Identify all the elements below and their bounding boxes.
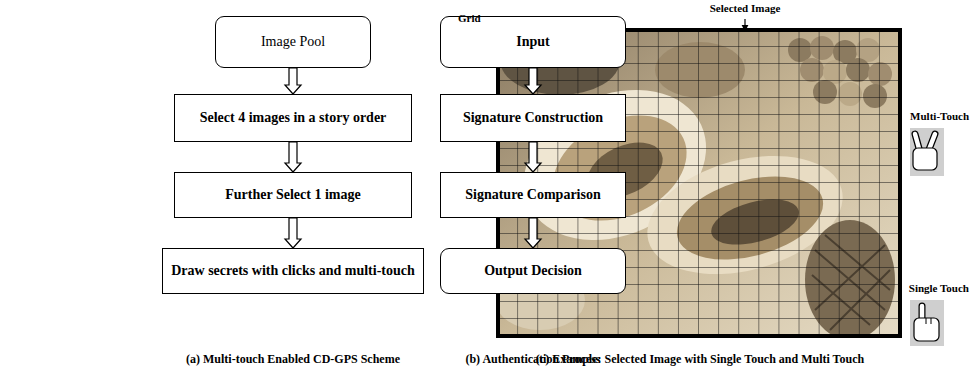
box-label: Select 4 images in a story order — [200, 110, 387, 126]
label-text: Grid — [458, 12, 481, 24]
box-label: Image Pool — [261, 34, 325, 50]
label-text: Multi-Touch — [910, 110, 969, 122]
process-box: Signature Construction — [440, 94, 626, 142]
flow-arrow — [285, 142, 301, 172]
flow-arrow — [525, 218, 541, 248]
terminal-box: Output Decision — [440, 248, 626, 294]
process-box: Draw secrets with clicks and multi-touch — [162, 248, 424, 294]
label-text: Selected Image — [710, 2, 781, 14]
box-label: Draw secrets with clicks and multi-touch — [171, 263, 415, 279]
multi-touch-hand — [910, 128, 944, 176]
process-box: Further Select 1 image — [174, 172, 412, 218]
box-label: Signature Comparison — [465, 187, 600, 203]
caption: (c) Example: Selected Image with Single … — [536, 352, 864, 367]
flow-arrow — [525, 68, 541, 94]
box-label: Input — [516, 34, 549, 50]
process-box: Select 4 images in a story order — [174, 94, 412, 142]
caption: (a) Multi-touch Enabled CD-GPS Scheme — [186, 352, 400, 367]
flow-arrow — [285, 68, 301, 94]
box-label: Output Decision — [484, 263, 582, 279]
process-box: Signature Comparison — [440, 172, 626, 218]
leader-arrow — [744, 19, 745, 31]
terminal-box: Image Pool — [215, 16, 371, 68]
label-text: Single Touch — [909, 282, 969, 294]
flow-arrow — [525, 142, 541, 172]
box-label: Signature Construction — [463, 110, 603, 126]
flow-arrow — [285, 218, 301, 248]
box-label: Further Select 1 image — [225, 187, 360, 203]
single-touch-hand — [910, 300, 944, 346]
